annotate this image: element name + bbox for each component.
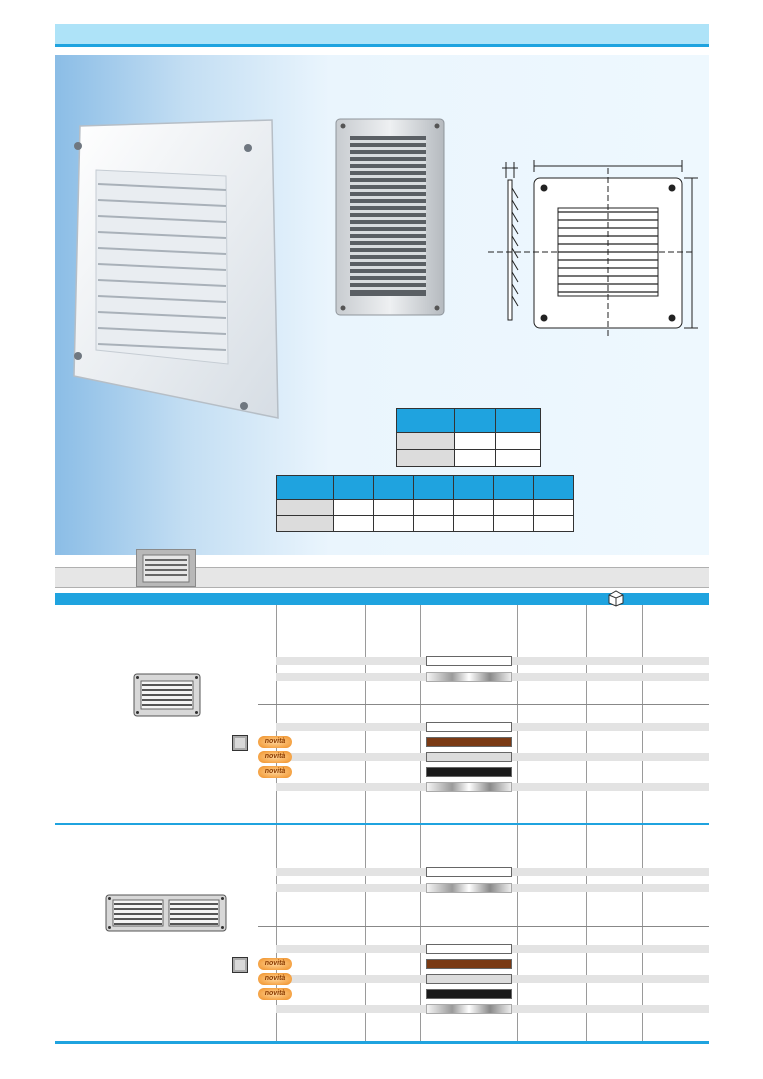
novita-badge-icon: novità	[258, 973, 292, 985]
product-separator	[55, 823, 709, 825]
product-image-single-grille	[133, 673, 201, 717]
color-swatch-brown	[426, 959, 512, 969]
dimension-table-wide	[276, 475, 574, 532]
color-swatch-stainless	[426, 672, 512, 682]
rectangular-grille-image	[335, 118, 445, 316]
color-swatch-white	[426, 656, 512, 666]
color-swatch-stainless	[426, 883, 512, 893]
section-title-band	[55, 567, 709, 588]
square-icon	[232, 735, 248, 751]
square-grille-image	[73, 119, 279, 419]
page-header-rule	[55, 44, 709, 47]
color-swatch-black	[426, 767, 512, 777]
novita-badge-icon: novità	[258, 766, 292, 778]
group-divider	[258, 926, 709, 927]
dimension-table-small	[396, 408, 541, 467]
color-swatch-white	[426, 722, 512, 732]
technical-drawing	[488, 160, 698, 336]
color-swatch-black	[426, 989, 512, 999]
novita-badge-icon: novità	[258, 736, 292, 748]
color-swatch-stainless	[426, 782, 512, 792]
square-icon	[232, 957, 248, 973]
color-swatch-grey	[426, 752, 512, 762]
color-swatch-white	[426, 867, 512, 877]
novita-badge-icon: novità	[258, 751, 292, 763]
group-divider	[258, 704, 709, 705]
page-footer-rule	[55, 1041, 709, 1044]
color-swatch-grey	[426, 974, 512, 984]
product-image-double-grille	[105, 894, 227, 932]
novita-badge-icon: novità	[258, 988, 292, 1000]
page-header-band	[55, 24, 709, 44]
box-icon	[608, 590, 624, 607]
color-swatch-stainless	[426, 1004, 512, 1014]
section-thumbnail-image	[136, 549, 196, 587]
color-swatch-white	[426, 944, 512, 954]
novita-badge-icon: novità	[258, 958, 292, 970]
product-table-header	[55, 593, 709, 605]
color-swatch-brown	[426, 737, 512, 747]
